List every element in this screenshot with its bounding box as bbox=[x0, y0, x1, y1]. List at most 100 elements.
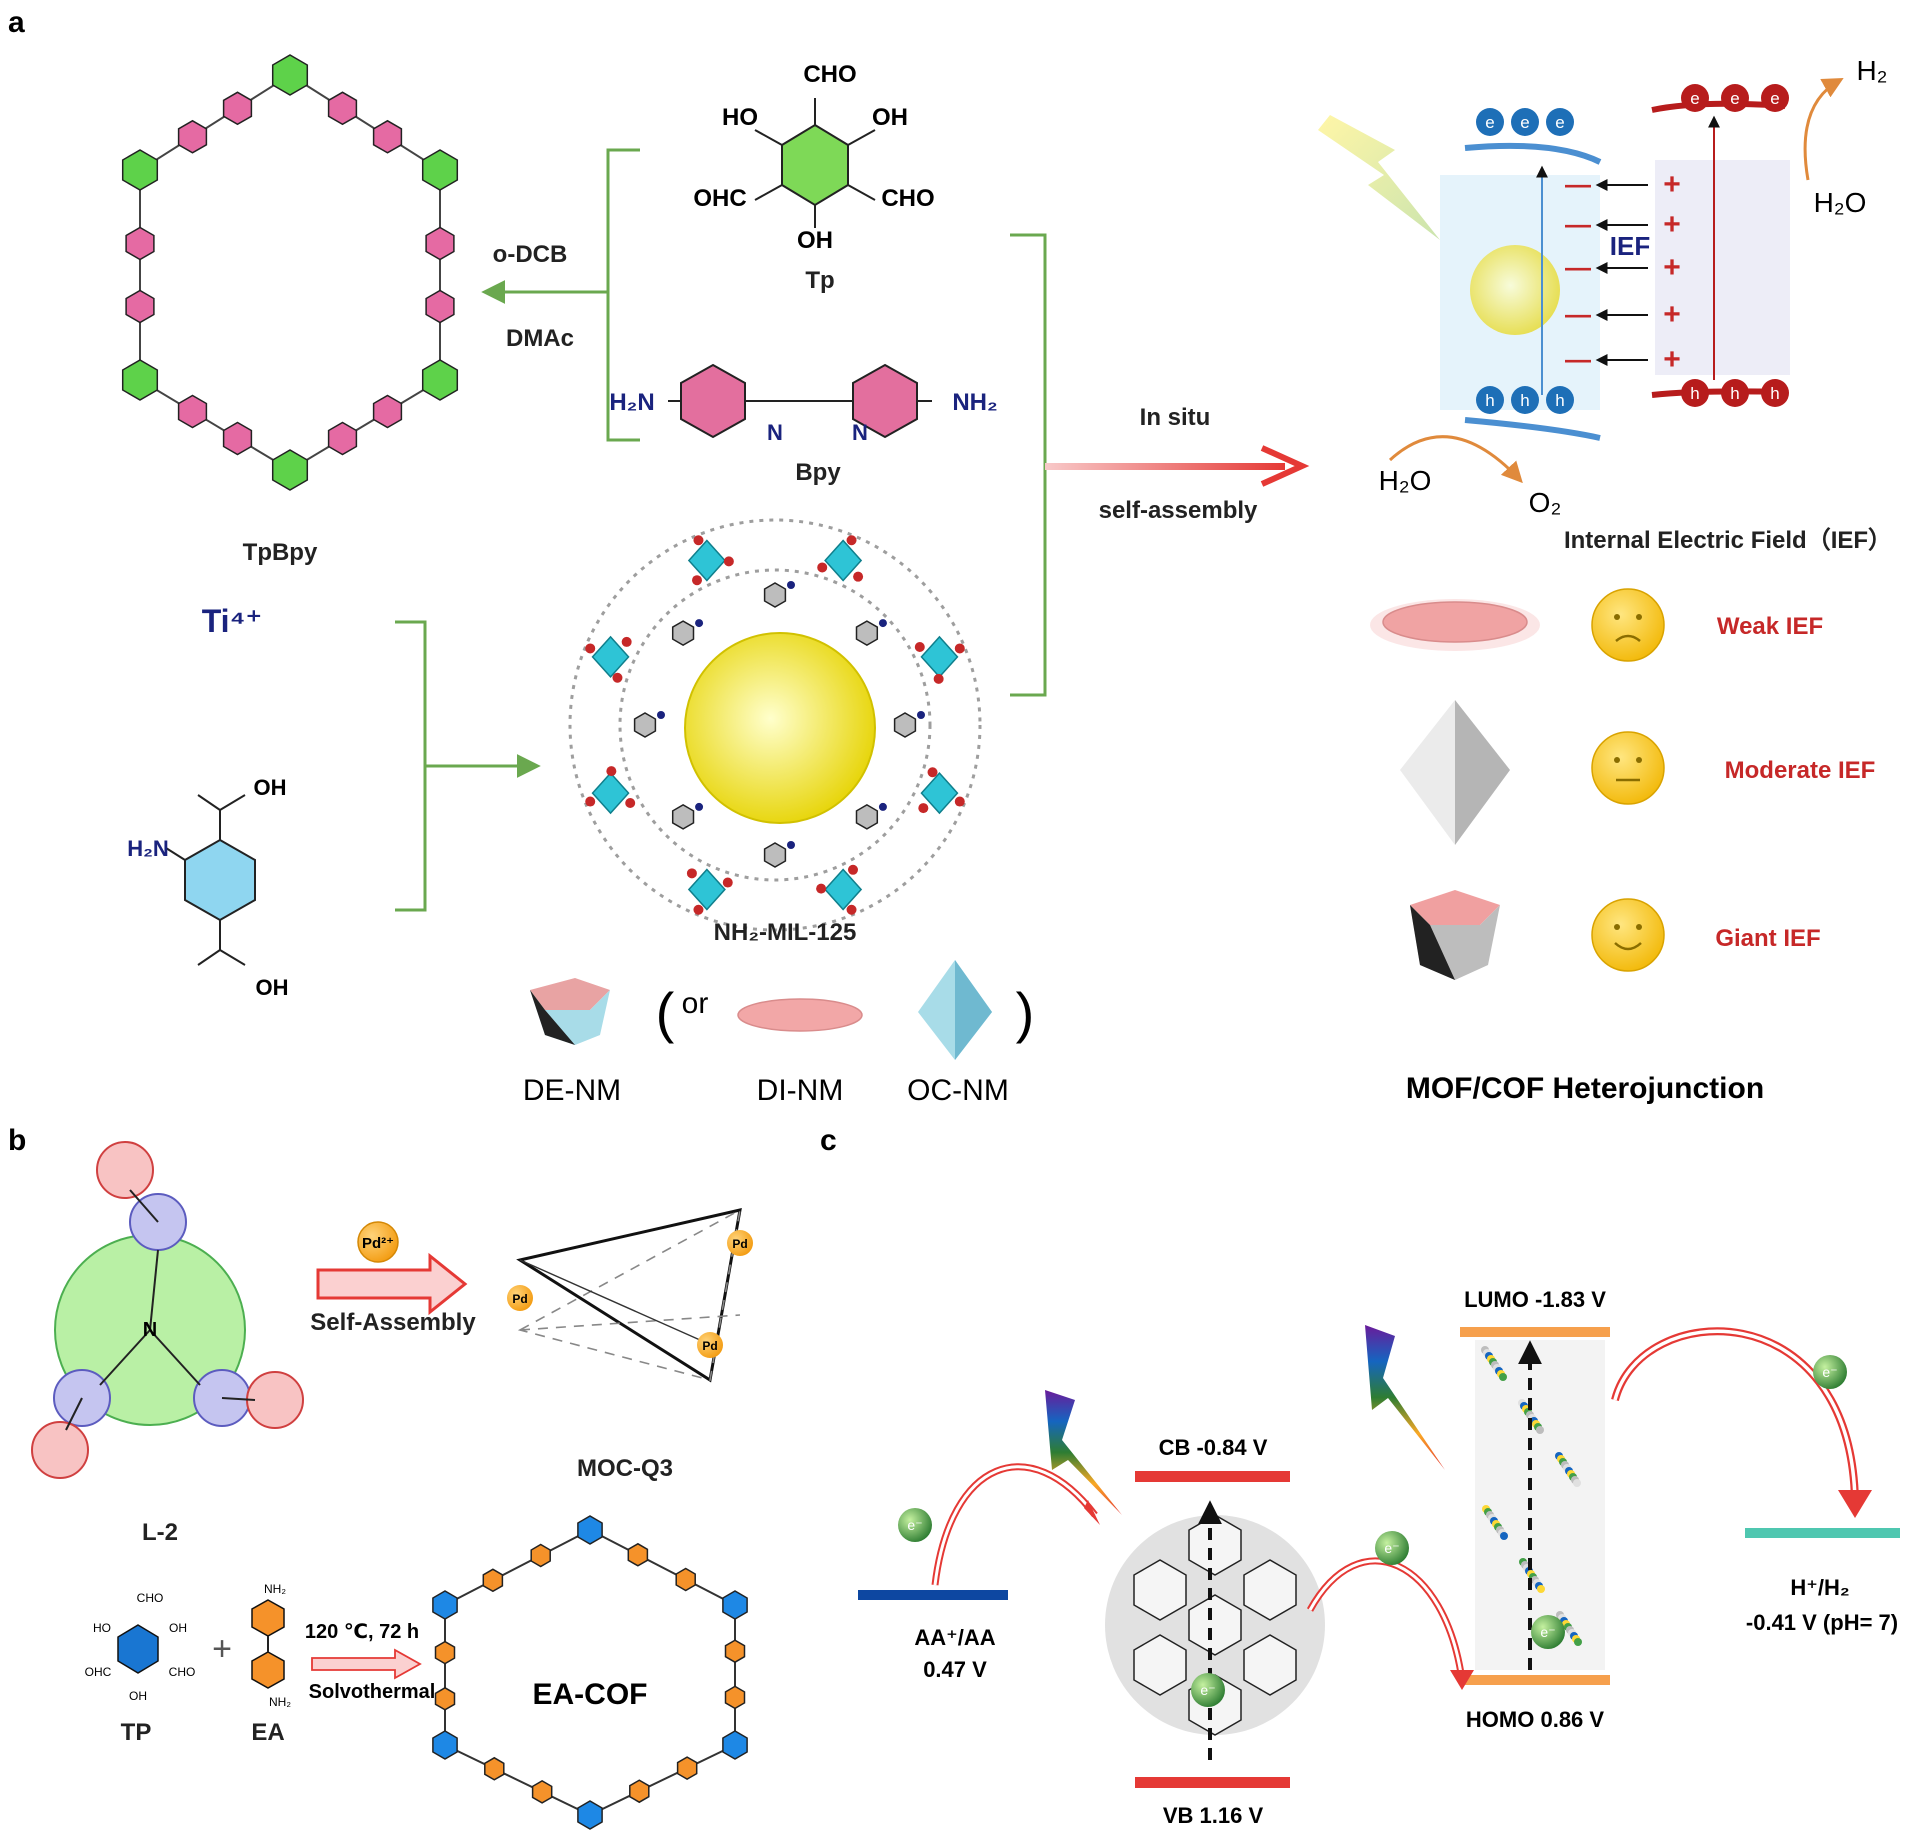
bpy-node bbox=[372, 394, 403, 429]
l2-ligand bbox=[31, 1141, 304, 1479]
in-situ-label: In situ bbox=[1140, 404, 1211, 431]
negative-charge: — bbox=[1565, 209, 1591, 239]
carrier-label: e bbox=[1555, 113, 1564, 132]
tp-node bbox=[421, 359, 459, 401]
carrier-ball bbox=[1761, 379, 1789, 407]
oxygen-atom bbox=[585, 796, 596, 807]
panel-letter-c: c bbox=[820, 1124, 837, 1157]
pd-atom-2: Pd bbox=[732, 1237, 747, 1251]
nitrogen-atom bbox=[787, 841, 795, 849]
rainbow-bolt-icon bbox=[1045, 1390, 1122, 1515]
cof-pore bbox=[1188, 1514, 1242, 1576]
tp-node bbox=[722, 1590, 748, 1620]
h-level-bar bbox=[1745, 1528, 1900, 1538]
carrier-ball bbox=[1721, 379, 1749, 407]
linker-oh-bottom: OH bbox=[256, 975, 289, 1000]
synthesis-bracket-mof bbox=[395, 620, 541, 912]
oxygen-atom bbox=[846, 904, 857, 915]
carrier-label: e bbox=[1485, 113, 1494, 132]
ief-moderate: Moderate IEF bbox=[1725, 757, 1876, 784]
tp-oh-bottom: OH bbox=[797, 227, 833, 254]
carrier-ball bbox=[1476, 108, 1504, 136]
oxygen-atom bbox=[585, 643, 596, 654]
crystal-atom bbox=[1573, 1479, 1581, 1487]
hj-ief-label: IEF bbox=[1610, 231, 1650, 261]
carrier-label: e bbox=[1770, 89, 1779, 108]
hj-h2o-top: H₂O bbox=[1814, 187, 1867, 218]
disk-shape bbox=[737, 998, 863, 1032]
tp-b-cho2: CHO bbox=[169, 1665, 196, 1679]
carrier-label: e bbox=[1520, 113, 1529, 132]
cof-pore bbox=[1188, 1594, 1242, 1656]
energy-diagram: e⁻e⁻e⁻e⁻e⁻ bbox=[858, 1325, 1900, 1788]
ea-node bbox=[434, 1686, 456, 1711]
tp-node bbox=[271, 54, 309, 96]
morphology-open-paren: ( bbox=[656, 981, 675, 1044]
neutral-face-icon bbox=[1591, 731, 1665, 805]
oxygen-atom bbox=[693, 535, 704, 546]
lumo-level-bar bbox=[1460, 1327, 1610, 1337]
face-eye bbox=[1614, 757, 1620, 763]
ea-node bbox=[629, 1779, 650, 1804]
electron-label: e⁻ bbox=[1822, 1364, 1837, 1380]
happy-face-icon bbox=[1591, 898, 1665, 972]
linker-ring bbox=[671, 804, 695, 830]
sad-face-icon bbox=[1591, 588, 1665, 662]
ti-oxo-cluster bbox=[687, 868, 726, 911]
homo-label: HOMO 0.86 V bbox=[1466, 1707, 1604, 1732]
nh2-mil-125-structure bbox=[568, 518, 982, 932]
heterojunction-label: MOF/COF Heterojunction bbox=[1406, 1072, 1764, 1105]
h-label: H⁺/H₂ bbox=[1790, 1575, 1849, 1600]
ea-node bbox=[724, 1685, 746, 1710]
ea-node bbox=[627, 1542, 649, 1567]
carrier-label: h bbox=[1690, 384, 1699, 403]
solvothermal-arrow bbox=[311, 1648, 422, 1680]
plus-sign: + bbox=[212, 1630, 232, 1668]
bpy-n-right: N bbox=[852, 420, 868, 445]
electron-ball bbox=[1531, 1615, 1565, 1649]
bpy-node bbox=[327, 421, 358, 456]
moc-q3-crystal-image bbox=[1475, 1340, 1605, 1670]
ief-caption: Internal Electric Field（IEF） bbox=[1564, 527, 1892, 554]
tp-ohc-left: OHC bbox=[693, 185, 746, 212]
electron-ball bbox=[1813, 1355, 1847, 1389]
negative-charge: — bbox=[1565, 252, 1591, 282]
ea-label: EA bbox=[251, 1719, 284, 1746]
oxygen-atom bbox=[914, 642, 925, 653]
tpbpy-framework bbox=[121, 54, 459, 491]
moc-q3-label: MOC-Q3 bbox=[577, 1455, 673, 1482]
oxygen-atom bbox=[817, 562, 828, 573]
ti-oxo-cluster bbox=[824, 868, 863, 911]
aminoterephthalic-acid bbox=[165, 794, 256, 966]
morphology-or: or bbox=[682, 987, 709, 1020]
nitrogen-atom bbox=[695, 619, 704, 628]
oxygen-atom bbox=[918, 803, 929, 814]
face-eye bbox=[1614, 924, 1620, 930]
crystal-atom bbox=[1500, 1532, 1508, 1540]
tp-cho-top: CHO bbox=[803, 61, 856, 88]
aa-level-bar bbox=[858, 1590, 1008, 1600]
ea-node bbox=[484, 1756, 505, 1781]
cond-solvothermal: Solvothermal bbox=[309, 1681, 436, 1703]
hj-h2: H₂ bbox=[1856, 55, 1887, 86]
ea-node bbox=[530, 1543, 551, 1568]
oxygen-atom bbox=[612, 672, 623, 683]
ti-oxo-cluster bbox=[824, 539, 863, 582]
oxygen-atom bbox=[625, 797, 636, 808]
carrier-ball bbox=[1511, 386, 1539, 414]
oxygen-atom bbox=[954, 796, 965, 807]
bpy-node bbox=[425, 289, 455, 324]
octahedron-shape bbox=[918, 960, 992, 1060]
bpy-node bbox=[177, 394, 208, 429]
ea-node bbox=[482, 1568, 504, 1593]
ea-node bbox=[531, 1780, 553, 1804]
carrier-label: e bbox=[1730, 89, 1739, 108]
crystal-atom bbox=[1537, 1585, 1545, 1593]
synthesis-bracket-tpbpy bbox=[481, 148, 640, 442]
electron-label: e⁻ bbox=[1384, 1540, 1399, 1556]
bpy-label: Bpy bbox=[795, 459, 841, 486]
oxygen-atom bbox=[686, 868, 697, 879]
ti-oxo-cluster bbox=[687, 539, 726, 582]
face-eye bbox=[1636, 614, 1642, 620]
